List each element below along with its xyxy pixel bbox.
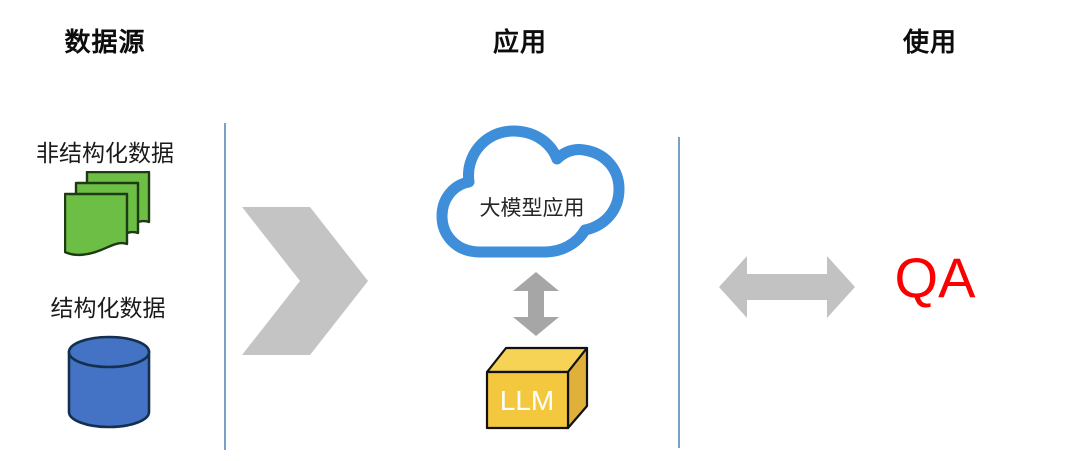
vertical-arrow-shape — [513, 272, 559, 336]
cube-front-face — [485, 370, 570, 430]
divider-right — [678, 137, 680, 448]
cloud-icon — [436, 125, 625, 258]
cylinder-top — [67, 335, 151, 369]
header-data-source: 数据源 — [64, 27, 146, 57]
divider-left — [224, 123, 226, 450]
cloud-outline — [436, 125, 625, 258]
horizontal-arrow-shape — [719, 256, 855, 318]
llm-label: LLM — [500, 385, 554, 416]
double-arrow-horizontal-icon — [719, 256, 855, 318]
header-application: 应用 — [492, 27, 547, 57]
chevron-shape — [242, 207, 368, 355]
unstructured-data-label: 非结构化数据 — [36, 140, 174, 166]
cloud-label: 大模型应用 — [479, 197, 585, 220]
cylinder-body — [67, 350, 151, 429]
double-arrow-vertical-icon — [513, 272, 559, 336]
database-cylinder-icon — [67, 335, 151, 429]
header-usage: 使用 — [902, 27, 957, 57]
llm-cube-icon: LLM — [485, 346, 589, 430]
qa-label: QA — [894, 246, 976, 309]
structured-data-label: 结构化数据 — [50, 295, 166, 321]
chevron-right-arrow-icon — [242, 207, 368, 355]
documents-stack-icon — [64, 171, 151, 257]
doc-page-front — [64, 192, 129, 257]
